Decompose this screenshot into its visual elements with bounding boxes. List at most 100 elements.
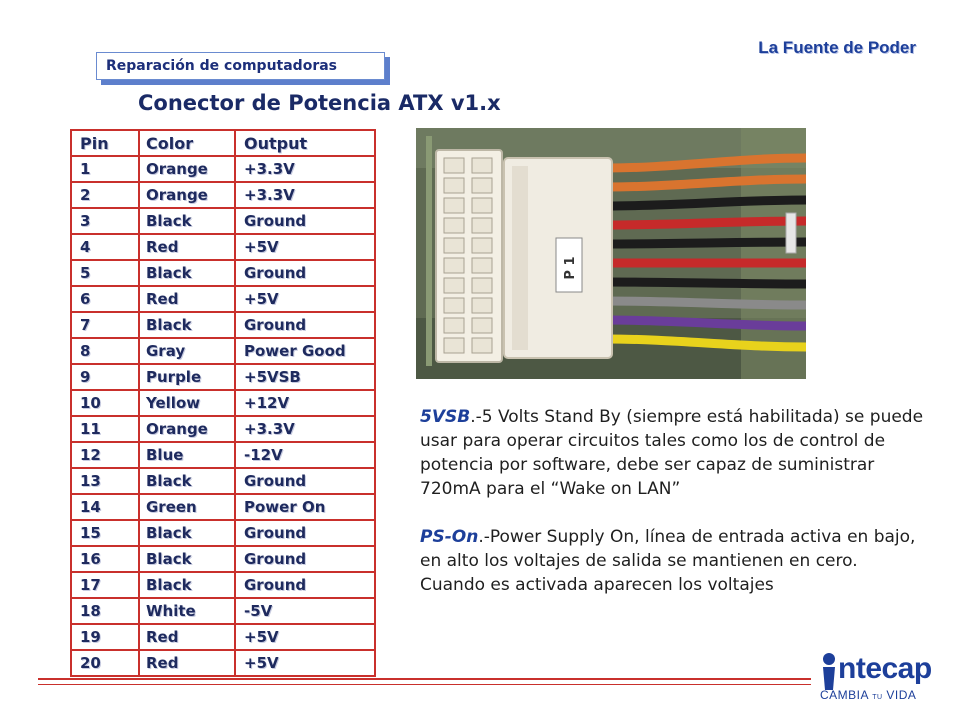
pin-number-cell: 17	[71, 572, 139, 599]
pin-number-cell: 19	[71, 624, 139, 651]
wire-color-cell: Red	[138, 650, 235, 677]
vsb-text: .-5 Volts Stand By (siempre está habilit…	[420, 407, 924, 499]
wire	[601, 277, 806, 289]
connector-pin	[471, 217, 493, 234]
connector-pin	[443, 157, 465, 174]
wire	[601, 153, 806, 173]
footer-rule-thick	[38, 678, 811, 680]
pin-number-cell: 15	[71, 520, 139, 547]
connector-pin	[471, 297, 493, 314]
description: 5VSB.-5 Volts Stand By (siempre está hab…	[420, 405, 925, 621]
wire-color-cell: Black	[138, 520, 235, 547]
output-cell: Ground	[234, 468, 375, 495]
pin-number-cell: 11	[71, 416, 139, 443]
connector-pin	[471, 177, 493, 194]
connector-pin	[443, 277, 465, 294]
wire	[601, 216, 806, 230]
wire	[601, 237, 806, 249]
output-cell: Ground	[234, 260, 375, 287]
output-cell: +5V	[234, 286, 375, 313]
wire	[601, 174, 806, 192]
pin-number-cell: 12	[71, 442, 139, 469]
connector-pin	[443, 217, 465, 234]
vsb-paragraph: 5VSB.-5 Volts Stand By (siempre está hab…	[420, 405, 925, 501]
connector-pin	[443, 317, 465, 334]
pin-number-cell: 8	[71, 338, 139, 365]
output-cell: +3.3V	[234, 182, 375, 209]
column-header-color: Color	[138, 130, 235, 157]
wire-color-cell: Red	[138, 286, 235, 313]
wire-color-cell: Black	[138, 468, 235, 495]
intecap-logo: ntecap CAMBIA TU VIDA	[818, 650, 932, 710]
wire-color-cell: Red	[138, 234, 235, 261]
wire	[601, 296, 806, 310]
connector-pin	[471, 317, 493, 334]
wire-color-cell: Black	[138, 572, 235, 599]
pin-number-cell: 5	[71, 260, 139, 287]
section-label: Reparación de computadoras	[106, 58, 337, 74]
column-header-output: Output	[234, 130, 375, 157]
connector-pin	[471, 157, 493, 174]
output-cell: Ground	[234, 546, 375, 573]
connector-pin	[443, 177, 465, 194]
output-cell: -5V	[234, 598, 375, 625]
connector-pin	[443, 297, 465, 314]
connector-pin	[443, 337, 465, 354]
pin-number-cell: 4	[71, 234, 139, 261]
connector-pin	[443, 197, 465, 214]
wire-color-cell: Red	[138, 624, 235, 651]
output-cell: Power On	[234, 494, 375, 521]
output-cell: Ground	[234, 572, 375, 599]
wire	[601, 195, 806, 211]
connector-label: P 1	[563, 256, 578, 279]
pin-number-cell: 2	[71, 182, 139, 209]
atx-connector-photo: P 1	[416, 128, 806, 379]
pin-number-cell: 3	[71, 208, 139, 235]
wire-color-cell: Gray	[138, 338, 235, 365]
pin-number-cell: 6	[71, 286, 139, 313]
connector-pin	[471, 257, 493, 274]
output-cell: +5VSB	[234, 364, 375, 391]
pin-number-cell: 13	[71, 468, 139, 495]
pson-text: .-Power Supply On, línea de entrada acti…	[420, 527, 916, 595]
logo-name: ntecap	[838, 652, 932, 685]
wire-color-cell: Purple	[138, 364, 235, 391]
connector-pin	[443, 257, 465, 274]
wire-color-cell: Blue	[138, 442, 235, 469]
pson-term: PS-On	[420, 527, 479, 547]
wire-color-cell: Orange	[138, 416, 235, 443]
output-cell: Ground	[234, 312, 375, 339]
output-cell: +3.3V	[234, 416, 375, 443]
output-cell: +12V	[234, 390, 375, 417]
pin-number-cell: 1	[71, 156, 139, 183]
wire	[601, 315, 806, 331]
wire	[601, 334, 806, 352]
output-cell: +5V	[234, 650, 375, 677]
slide-title: Conector de Potencia ATX v1.x	[138, 91, 501, 115]
pin-number-cell: 7	[71, 312, 139, 339]
section-label-box: Reparación de computadoras	[96, 52, 385, 80]
output-cell: -12V	[234, 442, 375, 469]
wire-color-cell: Black	[138, 546, 235, 573]
connector-pin	[443, 237, 465, 254]
connector-pin	[471, 337, 493, 354]
pson-paragraph: PS-On.-Power Supply On, línea de entrada…	[420, 525, 925, 597]
wire-color-cell: Black	[138, 312, 235, 339]
output-cell: +5V	[234, 624, 375, 651]
